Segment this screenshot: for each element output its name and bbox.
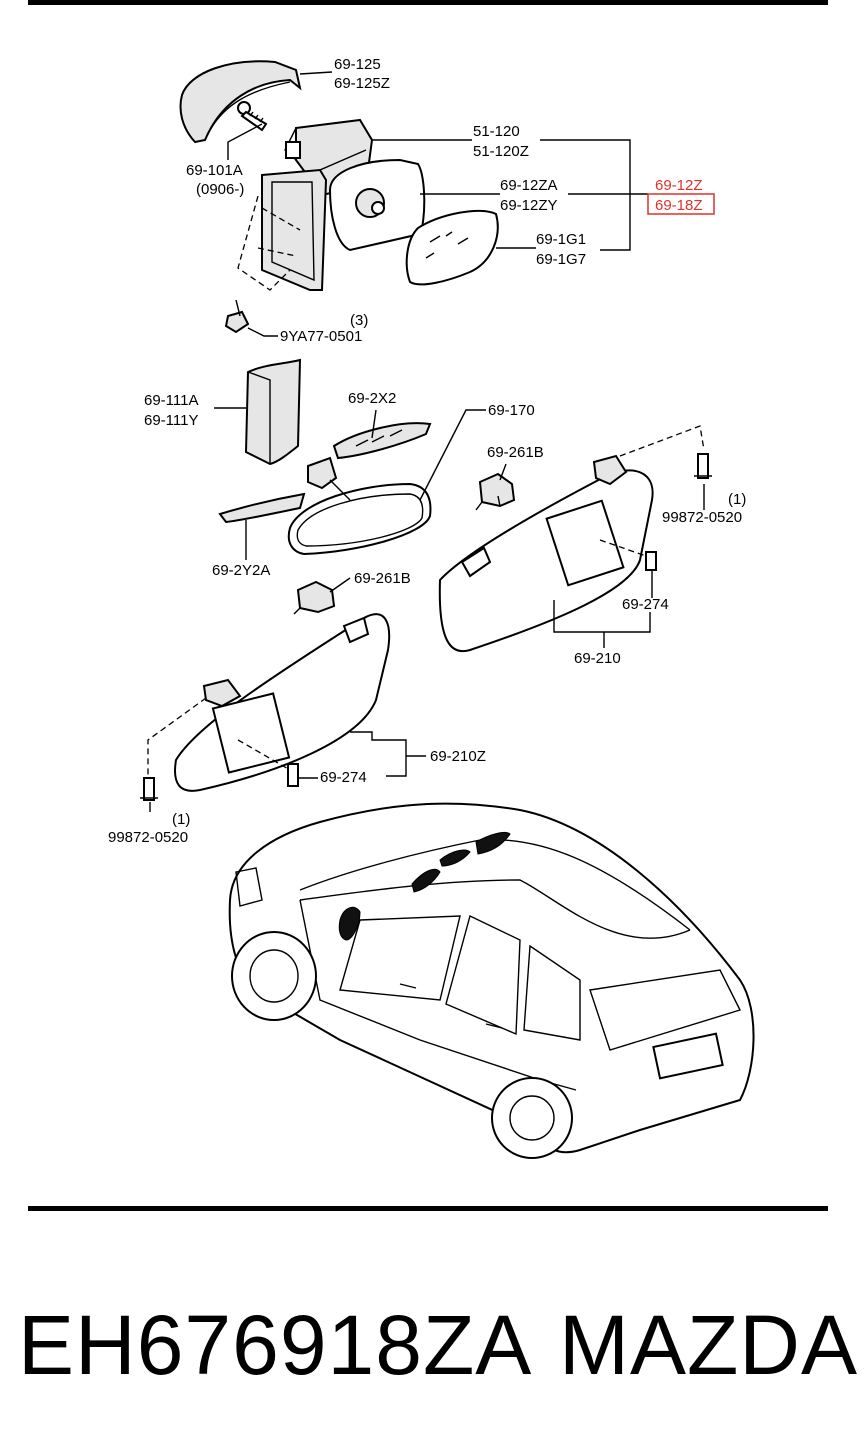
bolt-drawing [224,299,250,334]
label-screw-top-1: 69-101A [186,162,243,179]
highlight-box [647,193,715,215]
label-mirror-assy-1: 51-120 [473,123,520,140]
holder-drawing-l [293,580,336,615]
pin-drawing-r [645,551,657,571]
label-highlighted-2: 69-18Z [655,197,703,214]
part-labels: 69-125 69-125Z 69-101A (0906-) 51-120 51… [108,56,746,846]
garnish-drawing [244,358,302,466]
label-cover-2: 69-125Z [334,75,390,92]
holder-drawing-r [475,472,516,511]
label-bolt-qty: (3) [350,312,368,329]
label-holder-r: 69-261B [487,444,544,461]
label-cover-1: 69-125 [334,56,381,73]
rear-mirror-drawing [287,456,432,556]
vehicle-drawing [228,802,755,1159]
mirror-glass-drawing [405,209,499,286]
parts-diagram: 69-125 69-125Z 69-101A (0906-) 51-120 51… [108,56,755,1159]
label-screw-r: 99872-0520 [662,509,742,526]
screw-drawing-top [237,101,268,132]
label-visor-r: 69-210 [574,650,621,667]
label-screw-l-qty: (1) [172,811,190,828]
label-glass-1: 69-1G1 [536,231,586,248]
label-pin-r: 69-274 [622,596,669,613]
label-mirror-assy-2: 51-120Z [473,143,529,160]
mirror-cover-drawing [179,60,302,144]
mirror-actuator-drawing [328,158,426,252]
label-highlighted-1: 69-12Z [655,177,703,194]
label-glass-2: 69-1G7 [536,251,586,268]
label-inner-cover: 69-2X2 [348,390,396,407]
label-garnish-2: 69-111Y [144,412,199,429]
pin-drawing-l [287,763,299,787]
brand-text: MAZDA [559,1298,858,1392]
screw-drawing-l [140,777,158,801]
mirror-leaders [227,71,648,337]
sun-visor-drawing-l [147,613,391,792]
bottom-rule [28,1206,828,1211]
label-screw-top-2: (0906-) [196,181,244,198]
label-actuator-1: 69-12ZA [500,177,558,194]
footer: EH676918ZA MAZDA [18,1290,858,1400]
screw-drawing-r [694,453,712,479]
label-garnish-1: 69-111A [144,392,199,409]
label-bolt: 9YA77-0501 [280,328,362,345]
label-pin-l: 69-274 [320,769,367,786]
part-number-text: EH676918ZA [18,1298,533,1392]
inner-cover-drawing [332,422,432,460]
sun-visor-drawing-r [438,425,705,653]
label-holder-l: 69-261B [354,570,411,587]
label-actuator-2: 69-12ZY [500,197,558,214]
interior-leaders [149,407,705,812]
label-screw-l: 99872-0520 [108,829,188,846]
top-rule [28,0,828,5]
label-clip-l: 69-2Y2A [212,562,270,579]
label-rear-mirror: 69-170 [488,402,535,419]
label-visor-l: 69-210Z [430,748,486,765]
mirror-housing-drawing [237,168,328,291]
label-screw-r-qty: (1) [728,491,746,508]
clip-drawing [218,492,306,524]
